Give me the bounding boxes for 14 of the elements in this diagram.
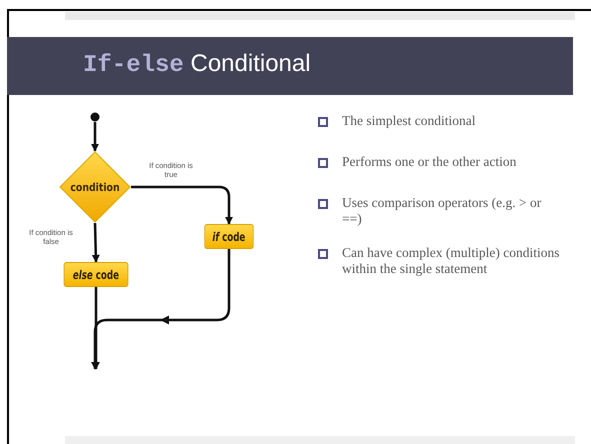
arrow <box>91 249 230 370</box>
process-box: if code <box>204 224 254 249</box>
decision-diamond: condition <box>59 151 131 223</box>
bullet-text: Can have complex (multiple) conditions within the single statement <box>342 245 560 278</box>
bullet-text: Uses comparison operators (e.g. > or ==) <box>342 195 542 228</box>
arrow <box>91 122 99 152</box>
bullet-text: The simplest conditional <box>342 113 476 130</box>
process-box: else code <box>64 262 128 287</box>
arrow <box>92 287 100 370</box>
start-dot <box>90 112 100 122</box>
bullet-text: Performs one or the other action <box>342 154 518 170</box>
arrow <box>131 186 233 225</box>
arrow <box>92 222 100 263</box>
slide-title: If-else Conditional <box>83 50 311 79</box>
